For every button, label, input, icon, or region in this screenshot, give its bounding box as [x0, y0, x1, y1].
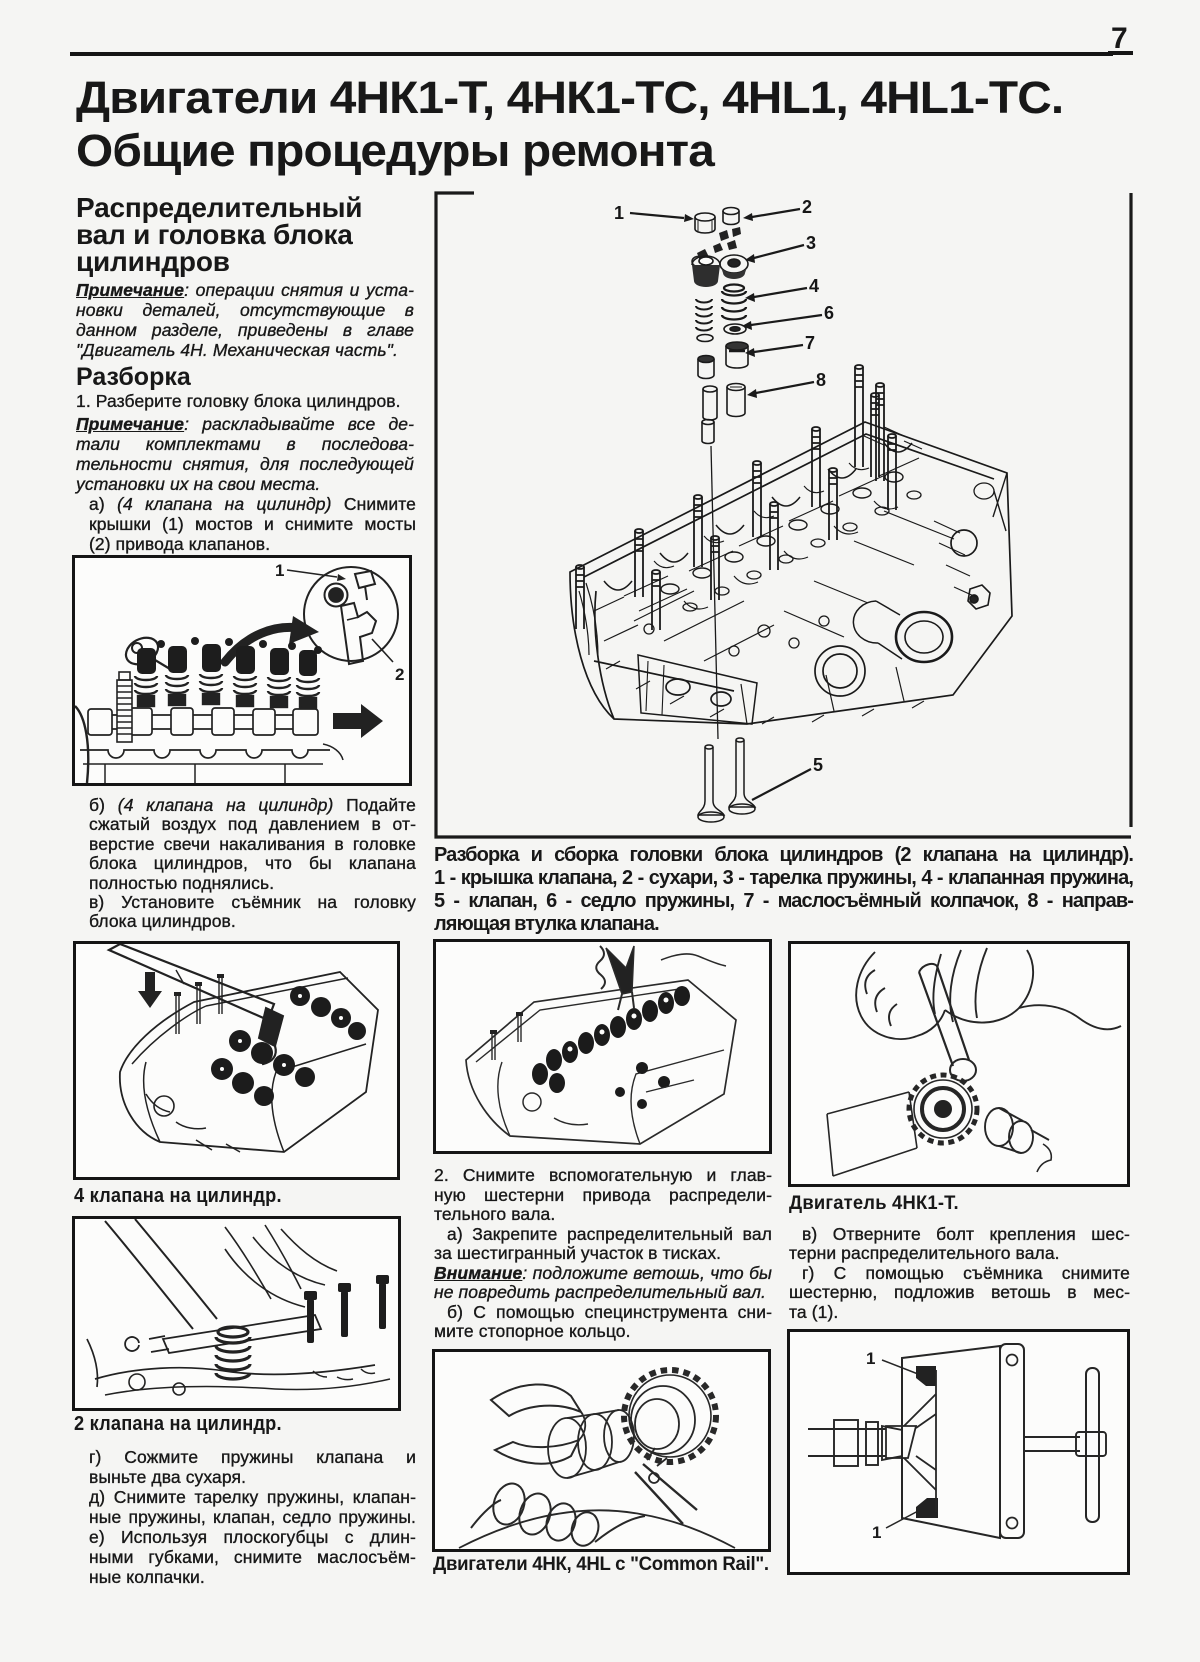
svg-text:4: 4 [809, 276, 819, 296]
svg-text:2: 2 [802, 197, 812, 217]
svg-text:7: 7 [805, 333, 815, 353]
svg-text:1: 1 [872, 1523, 881, 1542]
svg-text:2: 2 [395, 665, 404, 684]
svg-text:1: 1 [866, 1349, 875, 1368]
svg-text:8: 8 [816, 370, 826, 390]
svg-text:1: 1 [275, 561, 284, 580]
svg-text:6: 6 [824, 303, 834, 323]
svg-text:5: 5 [813, 755, 823, 775]
svg-text:3: 3 [806, 233, 816, 253]
svg-text:1: 1 [614, 203, 624, 223]
